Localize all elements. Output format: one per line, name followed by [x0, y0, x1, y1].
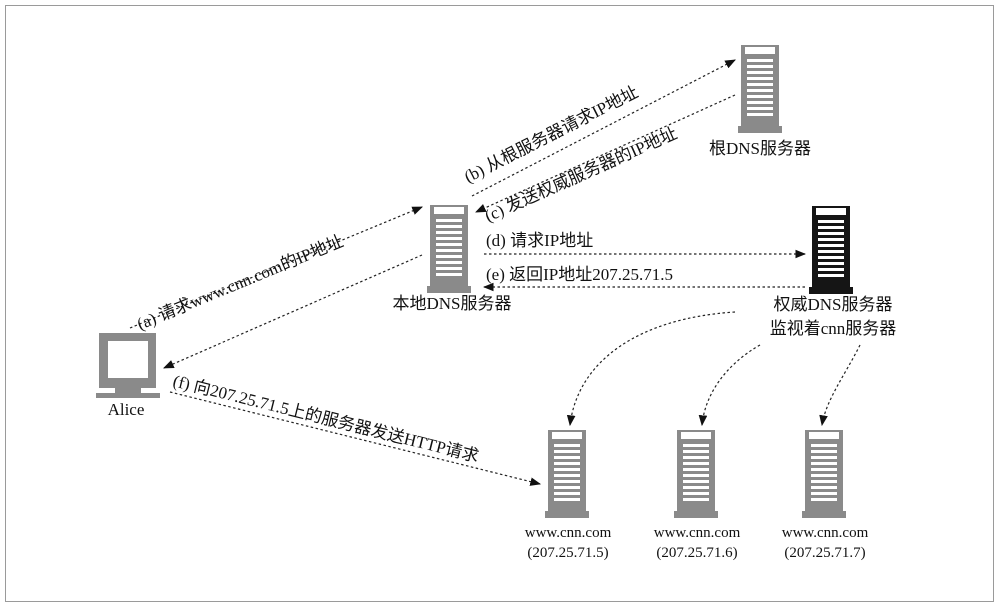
arrow-return-to-alice — [163, 254, 423, 369]
root-dns-label: 根DNS服务器 — [709, 139, 811, 158]
web-server-3-ip: (207.25.71.7) — [784, 545, 865, 561]
arrow-b — [471, 59, 736, 197]
web-server-2-icon — [674, 430, 718, 518]
arrow-c — [475, 94, 736, 213]
outer-border — [5, 5, 994, 602]
alice-label: Alice — [108, 400, 145, 419]
auth-dns-label-line2: 监视着cnn服务器 — [770, 319, 897, 338]
root-dns-server-icon — [738, 45, 782, 133]
monitor-arrow-2 — [698, 344, 761, 427]
web-server-2-ip: (207.25.71.6) — [656, 545, 737, 561]
authoritative-dns-server-icon — [809, 206, 853, 294]
monitor-arrow-1 — [566, 311, 736, 427]
web-server-1-host: www.cnn.com — [525, 525, 612, 541]
web-server-3-host: www.cnn.com — [782, 525, 869, 541]
alice-computer-icon — [96, 333, 160, 398]
web-server-1-ip: (207.25.71.5) — [527, 545, 608, 561]
auth-dns-label-line1: 权威DNS服务器 — [773, 295, 892, 314]
step-b-label: (b) 从根服务器请求IP地址 — [461, 82, 641, 186]
local-dns-label: 本地DNS服务器 — [392, 294, 511, 313]
monitor-arrow-3 — [819, 344, 861, 427]
step-d-label: (d) 请求IP地址 — [486, 231, 593, 250]
step-f-label: (f) 向207.25.71.5上的服务器发送HTTP请求 — [171, 371, 481, 466]
web-server-1-icon — [545, 430, 589, 518]
step-c-label: (c) 发送权威服务器的IP地址 — [482, 124, 680, 226]
web-server-2-host: www.cnn.com — [654, 525, 741, 541]
web-server-3-icon — [802, 430, 846, 518]
arrow-f — [169, 391, 542, 486]
local-dns-server-icon — [427, 205, 471, 293]
step-e-label: (e) 返回IP地址207.25.71.5 — [486, 265, 673, 284]
step-a-label: (a) 请求www.cnn.com的IP地址 — [134, 231, 346, 333]
